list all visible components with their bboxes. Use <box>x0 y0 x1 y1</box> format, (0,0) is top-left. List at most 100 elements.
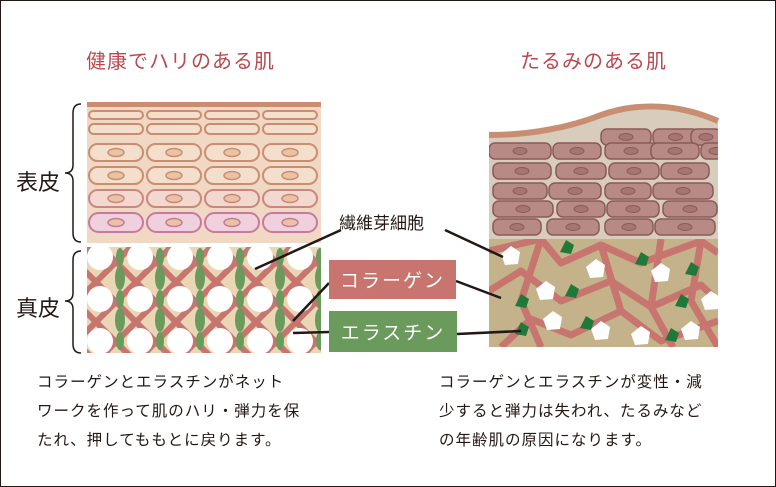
fibroblast-cell <box>287 286 313 312</box>
collagen-fiber <box>87 247 174 336</box>
degraded-elastin-fragment <box>515 322 529 336</box>
cell-nucleus <box>675 187 691 195</box>
cell-nucleus <box>165 193 183 204</box>
fibroblast-cell <box>127 328 153 353</box>
healthy-caption-line: ワークを作って肌のハリ・弾力を保 <box>37 402 301 420</box>
cell-nucleus <box>509 223 525 231</box>
elastin-fiber <box>276 290 284 308</box>
elastin-fiber <box>236 290 244 308</box>
cell-nucleus <box>698 133 714 141</box>
cell-nucleus <box>573 205 589 213</box>
cell-nucleus <box>623 147 639 155</box>
cell-nucleus <box>165 147 183 158</box>
fibroblast-cell <box>127 247 153 270</box>
fibroblast-cell <box>207 328 233 353</box>
fibroblast-leader-left <box>254 228 342 271</box>
fibroblast-cell <box>701 291 718 310</box>
fibroblast-cell <box>591 321 610 340</box>
elastin-fiber <box>316 332 321 350</box>
healthy-dermis <box>1 247 321 357</box>
elastin-tag: エラスチン <box>329 311 457 352</box>
fibroblast-cell <box>681 321 700 340</box>
elastin-fiber <box>315 308 321 332</box>
fibroblast-cell <box>87 247 113 270</box>
collagen-leader-right <box>455 279 502 300</box>
cell-nucleus <box>620 187 636 195</box>
fibroblast-cell <box>287 328 313 353</box>
healthy-epidermis <box>87 102 321 243</box>
elastin-fiber <box>116 248 124 266</box>
elastin-fiber <box>275 266 285 290</box>
fibroblast-cell <box>501 246 520 265</box>
sagging-caption-line: の年齢肌の原因になります。 <box>439 431 652 449</box>
epidermis-label: 表皮 <box>16 171 61 196</box>
cell-nucleus <box>667 147 683 155</box>
sagging-caption-line: 少すると弾力は失われ、たるみなど <box>439 402 703 420</box>
elastin-fiber <box>195 266 205 290</box>
fibroblast-label: 繊維芽細胞 <box>339 214 424 234</box>
cell-nucleus <box>107 217 125 228</box>
cell-nucleus <box>512 187 528 195</box>
cell-nucleus <box>682 205 698 213</box>
collagen-fiber <box>1 247 11 357</box>
cell-nucleus <box>165 170 183 181</box>
cell-nucleus <box>107 193 125 204</box>
elastin-fiber <box>75 266 85 290</box>
cell-nucleus <box>107 170 125 181</box>
epidermis-cell <box>204 110 260 120</box>
fibroblast-cell <box>586 259 605 278</box>
elastin-fiber <box>316 248 321 266</box>
sagging-caption-line: コラーゲンとエラスチンが変性・減 <box>439 373 703 391</box>
cell-nucleus <box>281 193 299 204</box>
epidermis-cell <box>88 123 144 135</box>
elastin-fiber <box>76 290 84 308</box>
elastin-fiber <box>155 266 165 290</box>
fibroblast-cell <box>651 263 670 282</box>
cell-nucleus <box>223 147 241 158</box>
elastin-fiber <box>156 248 164 266</box>
healthy-caption: コラーゲンとエラスチンがネット ワークを作って肌のハリ・弾力を保 たれ、押しても… <box>37 368 300 455</box>
elastin-leader-right <box>456 329 522 336</box>
cell-nucleus <box>625 205 641 213</box>
fibroblast-cell <box>127 286 153 312</box>
epidermis-cell <box>88 110 144 120</box>
fibroblast-leader-right <box>444 228 504 259</box>
collagen-tag: コラーゲン <box>329 260 456 299</box>
cell-nucleus <box>621 223 637 231</box>
elastin-leader-left <box>292 330 330 335</box>
fibroblast-cell <box>87 328 113 353</box>
degraded-elastin-fragment <box>515 294 529 308</box>
collagen-fiber <box>1 247 11 357</box>
cell-nucleus <box>514 167 530 175</box>
healthy-caption-line: たれ、押してももとに戻ります。 <box>37 431 282 449</box>
elastin-fiber <box>235 308 245 332</box>
fibroblast-cell <box>536 281 555 300</box>
fibroblast-cell <box>207 247 233 270</box>
elastin-fiber <box>156 332 164 350</box>
epidermis-cell <box>262 110 318 120</box>
cell-nucleus <box>281 147 299 158</box>
cell-nucleus <box>567 187 583 195</box>
degraded-elastin-fragment <box>565 284 579 298</box>
elastin-fiber <box>196 248 204 266</box>
fibroblast-cell <box>167 247 193 270</box>
degraded-elastin-fragment <box>665 328 679 342</box>
cell-nucleus <box>515 205 531 213</box>
leader-lines <box>254 228 522 336</box>
sagging-caption: コラーゲンとエラスチンが変性・減 少すると弾力は失われ、たるみなど の年齢肌の原… <box>439 368 703 455</box>
cell-nucleus <box>573 167 589 175</box>
cell-nucleus <box>223 170 241 181</box>
damaged-collagen-fiber <box>687 240 718 347</box>
elastin-fiber <box>156 290 164 308</box>
cell-nucleus <box>281 217 299 228</box>
epidermis-cell <box>262 123 318 135</box>
sagging-dermis <box>489 239 718 347</box>
cell-nucleus <box>281 170 299 181</box>
elastin-fiber <box>236 332 244 350</box>
degraded-elastin-fragment <box>560 240 574 254</box>
cell-nucleus <box>708 147 718 155</box>
degraded-elastin-fragment <box>685 262 699 276</box>
healthy-skin-title: 健康でハリのある肌 <box>86 49 275 73</box>
elastin-fiber <box>116 332 124 350</box>
